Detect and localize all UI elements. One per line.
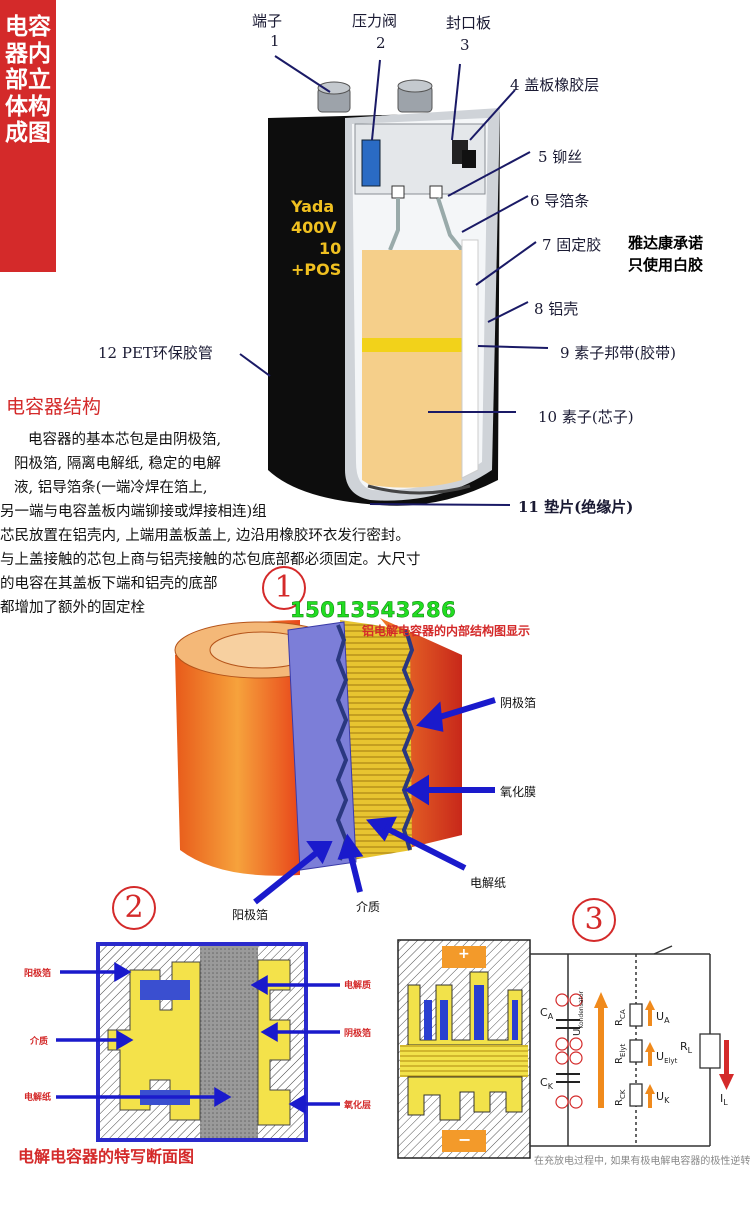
promise-line-2: 只使用白胶 — [628, 256, 704, 274]
print-line-4: +POS — [291, 260, 342, 279]
diagram3-footnote: 在充放电过程中, 如果有极电解电容器的极性逆转 — [534, 1156, 750, 1167]
label-pressure-valve: 压力阀 — [352, 12, 398, 30]
structure-line-6: 与上盖接触的芯包上商与铝壳接触的芯包底部都必须固定。大尺寸 — [0, 552, 421, 568]
label-pet-tube: 12 PET环保胶管 — [98, 344, 213, 362]
diagram1-anode-label: 阳极箔 — [232, 908, 269, 922]
diagram3-uk-label: UK — [656, 1090, 670, 1106]
diagram2-caption: 电解电容器的特写断面图 — [18, 1147, 195, 1166]
diagram2-oxide-label: 氧化层 — [344, 1101, 372, 1111]
structure-title: 电容器结构 — [6, 396, 102, 418]
diagram3-ua-label: UA — [656, 1010, 670, 1026]
structure-line-2: 阳极箔, 隔离电解纸, 稳定的电解 — [14, 456, 221, 472]
diagram3-ukond-label: UKondensator — [572, 990, 585, 1036]
diagram1-caption: 铝电解电容器的内部结构图显示 — [362, 624, 531, 638]
diagram1-paper-label: 电解纸 — [470, 876, 507, 890]
promise-line-1: 雅达康承诺 — [628, 234, 704, 252]
diagram1-oxide-label: 氧化膜 — [500, 785, 537, 799]
label-terminal-num: 1 — [270, 32, 280, 50]
circle-number-1: 1 — [262, 566, 306, 610]
structure-line-1: 电容器的基本芯包是由阴极箔, — [28, 432, 222, 448]
diagram3-rck-label: RCK — [614, 1089, 627, 1106]
structure-line-3: 液, 铝导箔条(一端冷焊在箔上, — [14, 480, 208, 496]
label-aluminum-case: 8 铝壳 — [534, 300, 579, 318]
diagram3-relyt-label: RElyt — [614, 1043, 627, 1064]
promise-note: 雅达康承诺 只使用白胶 — [628, 232, 703, 276]
structure-line-7: 的电容在其盖板下端和铝壳的底部 — [0, 576, 218, 592]
diagram3-rca-label: RCA — [614, 1009, 627, 1026]
phone-number: 15013543286 — [290, 598, 457, 623]
diagram1-medium-label: 介质 — [356, 900, 381, 914]
label-seal-plate: 封口板 — [446, 14, 492, 32]
diagram2-medium-label: 介质 — [30, 1037, 49, 1047]
label-fixing-glue: 7 固定胶 — [542, 236, 602, 254]
diagram3-il-label: IL — [720, 1092, 728, 1108]
label-terminal: 端子 — [252, 12, 283, 30]
structure-line-4: 另一端与电容盖板内端铆接或焊接相连)组 — [0, 504, 267, 520]
label-seal-plate-num: 3 — [460, 36, 470, 54]
circle-number-2: 2 — [112, 886, 156, 930]
diagram1-cathode-label: 阴极箔 — [500, 696, 537, 710]
diagram3-ck-label: CK — [540, 1076, 553, 1092]
label-spacer: 11 垫片(绝缘片) — [518, 498, 634, 516]
print-line-2: 400V — [291, 218, 337, 237]
label-element: 10 素子(芯子) — [538, 408, 634, 426]
diagram2-paper-label: 电解纸 — [24, 1093, 52, 1103]
diagram3-uelyt-label: UElyt — [656, 1050, 678, 1066]
diagram2-cathode-label: 阴极箔 — [344, 1029, 372, 1039]
diagram3-plus: + — [458, 946, 470, 962]
diagram3-minus: − — [458, 1130, 472, 1149]
diagram2-anode-label: 阳极箔 — [24, 969, 52, 979]
label-rivet: 5 铆丝 — [538, 148, 583, 166]
label-element-tape: 9 素子邦带(胶带) — [560, 344, 677, 362]
diagram3-ca-label: CA — [540, 1006, 554, 1022]
print-line-1: Yada — [291, 197, 335, 216]
label-cover-rubber: 4 盖板橡胶层 — [510, 76, 600, 94]
diagram3-rl-label: RL — [680, 1040, 693, 1056]
circle-number-3: 3 — [572, 898, 616, 942]
diagram2-electrolyte-label: 电解质 — [344, 981, 372, 991]
label-pressure-valve-num: 2 — [376, 34, 386, 52]
capacitor-print: Yada 400V 10 +POS — [291, 196, 341, 280]
label-guide-strip: 6 导箔条 — [530, 192, 590, 210]
structure-line-5: 芯民放置在铝壳内, 上端用盖板盖上, 边沿用橡胶环衣发行密封。 — [0, 528, 410, 544]
structure-line-8: 都增加了额外的固定栓 — [0, 600, 145, 616]
print-line-3: 10 — [319, 239, 342, 258]
vertical-title: 电容器内部立体构成图 — [0, 0, 56, 272]
